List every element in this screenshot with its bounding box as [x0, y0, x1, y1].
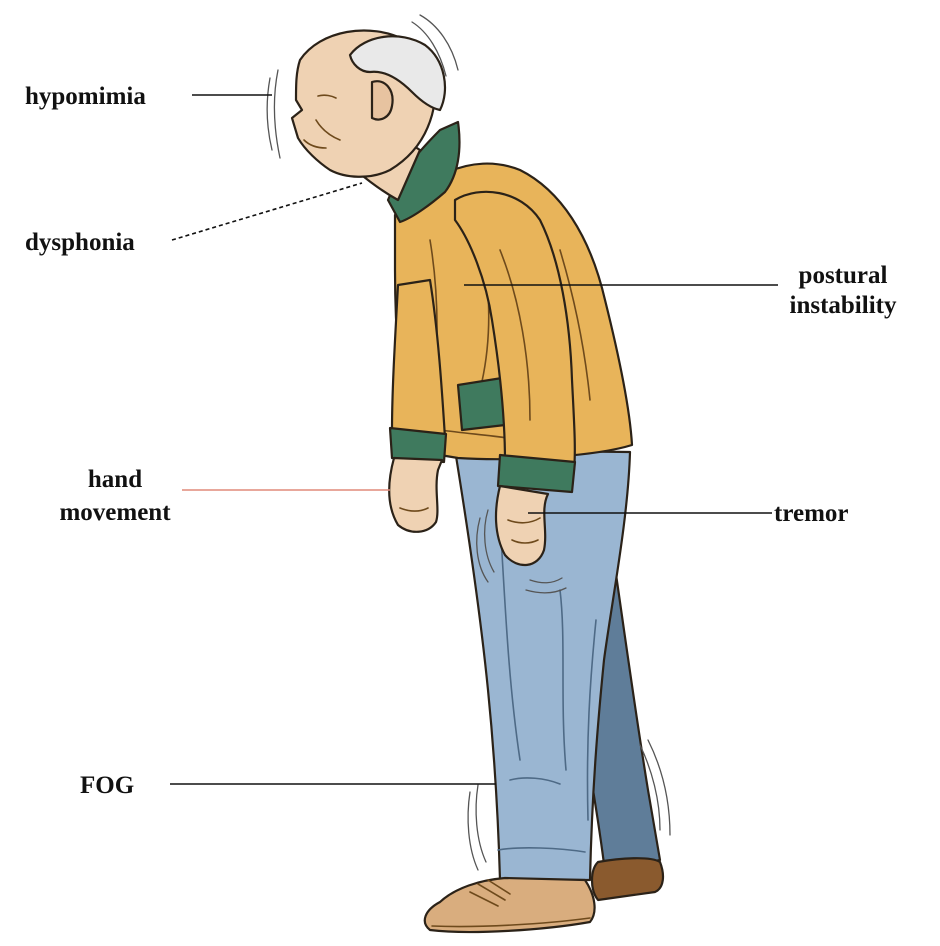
label-hypomimia: hypomimia [25, 83, 146, 110]
label-postural-line2: instability [790, 292, 897, 319]
label-hand-line1: hand [88, 466, 142, 493]
back-shoe [592, 858, 663, 900]
front-shoe [425, 878, 595, 932]
label-postural-line1: postural [799, 262, 888, 289]
front-cuff [498, 455, 575, 492]
label-tremor: tremor [774, 500, 849, 527]
back-hand [389, 458, 442, 532]
label-fog: FOG [80, 772, 134, 799]
dysphonia-leader [172, 183, 362, 240]
label-dysphonia: dysphonia [25, 229, 135, 256]
label-hand-line2: movement [59, 499, 171, 526]
ear [372, 81, 393, 119]
back-cuff [390, 428, 446, 462]
front-hand [496, 486, 548, 565]
patient-figure [292, 30, 663, 932]
jacket-pocket [458, 378, 505, 430]
